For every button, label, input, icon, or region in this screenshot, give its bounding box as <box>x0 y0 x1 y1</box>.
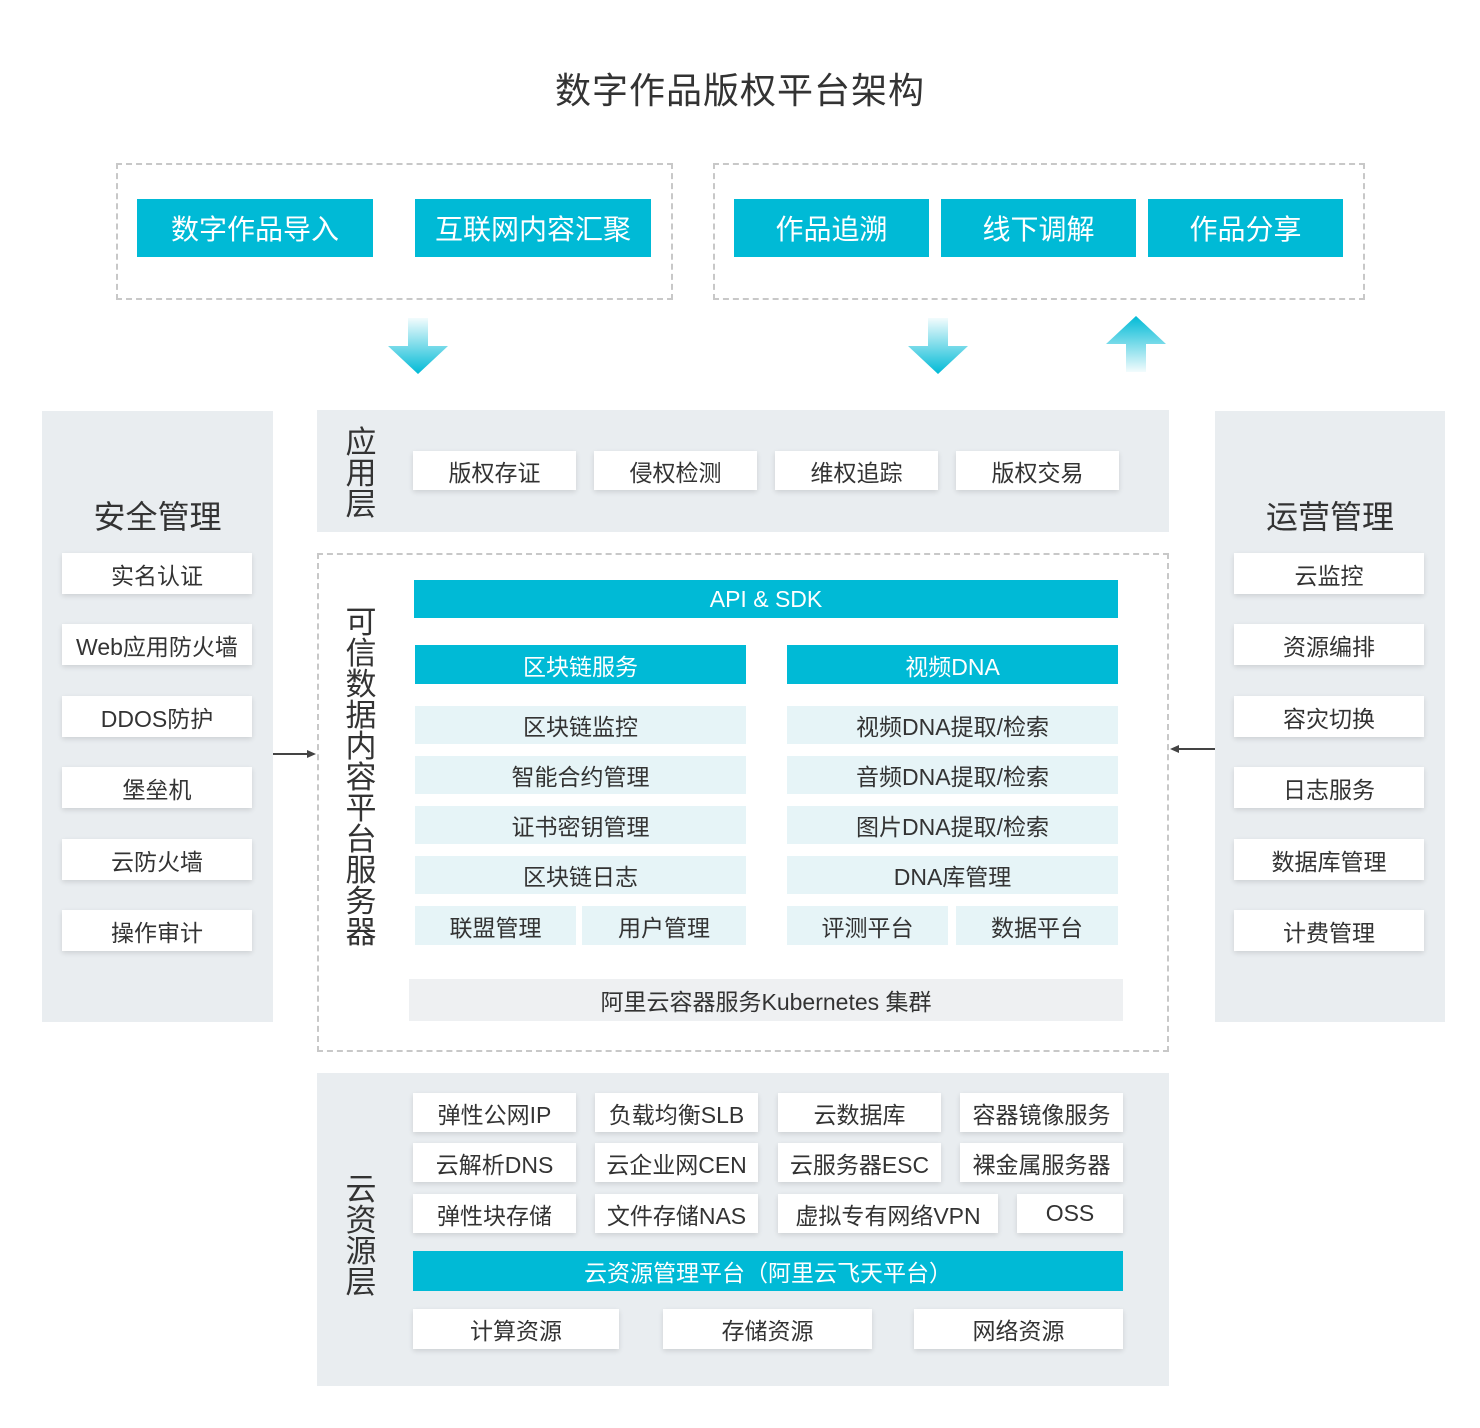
cloud-service[interactable]: 容器镜像服务 <box>960 1093 1123 1132</box>
page-title: 数字作品版权平台架构 <box>554 70 925 111</box>
cloud-service[interactable]: 虚拟专有网络VPN <box>778 1194 998 1233</box>
network-resource[interactable]: 网络资源 <box>914 1309 1123 1349</box>
cloud-service[interactable]: 裸金属服务器 <box>960 1143 1123 1182</box>
operations-item[interactable]: 云监控 <box>1234 553 1424 594</box>
security-item[interactable]: Web应用防火墙 <box>62 624 252 665</box>
arrow-security-head <box>307 750 316 758</box>
user-management[interactable]: 用户管理 <box>582 906 746 945</box>
blockchain-item[interactable]: 区块链监控 <box>415 706 746 744</box>
alliance-management[interactable]: 联盟管理 <box>415 906 576 945</box>
import-button[interactable]: 数字作品导入 <box>137 199 373 257</box>
operations-item[interactable]: 资源编排 <box>1234 624 1424 665</box>
security-item[interactable]: 堡垒机 <box>62 767 252 808</box>
mediation-button[interactable]: 线下调解 <box>941 199 1136 257</box>
blockchain-item[interactable]: 证书密钥管理 <box>415 806 746 844</box>
arrow-down-right <box>908 318 968 374</box>
operations-item[interactable]: 数据库管理 <box>1234 839 1424 880</box>
app-layer-item[interactable]: 维权追踪 <box>775 451 938 490</box>
app-layer-item[interactable]: 侵权检测 <box>594 451 757 490</box>
operations-title: 运营管理 <box>1265 499 1394 535</box>
cloud-service[interactable]: OSS <box>1017 1194 1123 1233</box>
dna-header[interactable]: 视频DNA <box>787 645 1118 684</box>
operations-item[interactable]: 容灾切换 <box>1234 696 1424 737</box>
dna-item[interactable]: 音频DNA提取/检索 <box>787 756 1118 794</box>
cloud-layer-label: 云资源层 <box>345 1172 377 1300</box>
dna-item[interactable]: DNA库管理 <box>787 856 1118 894</box>
trusted-platform-label: 可信数据内容平台服务器 <box>345 605 377 950</box>
dna-item[interactable]: 视频DNA提取/检索 <box>787 706 1118 744</box>
operations-item[interactable]: 计费管理 <box>1234 910 1424 951</box>
arrow-up-right <box>1106 316 1166 372</box>
cloud-service[interactable]: 云企业网CEN <box>595 1143 758 1182</box>
app-layer-label: 应用层 <box>345 425 377 522</box>
compute-resource[interactable]: 计算资源 <box>413 1309 619 1349</box>
security-item[interactable]: 云防火墙 <box>62 839 252 880</box>
trusted-platform-group <box>317 553 1169 1052</box>
dna-item[interactable]: 图片DNA提取/检索 <box>787 806 1118 844</box>
app-layer-item[interactable]: 版权存证 <box>413 451 576 490</box>
aggregate-button[interactable]: 互联网内容汇聚 <box>415 199 651 257</box>
operations-item[interactable]: 日志服务 <box>1234 767 1424 808</box>
cloud-service[interactable]: 文件存储NAS <box>595 1194 758 1233</box>
api-sdk-bar[interactable]: API & SDK <box>414 580 1118 618</box>
security-title: 安全管理 <box>93 499 222 535</box>
security-item[interactable]: DDOS防护 <box>62 696 252 737</box>
arrow-ops-head <box>1170 745 1179 753</box>
blockchain-header[interactable]: 区块链服务 <box>415 645 746 684</box>
share-button[interactable]: 作品分享 <box>1148 199 1343 257</box>
trace-button[interactable]: 作品追溯 <box>734 199 929 257</box>
arrow-down-left <box>388 318 448 374</box>
cloud-platform-bar[interactable]: 云资源管理平台（阿里云飞天平台） <box>413 1251 1123 1291</box>
cloud-service[interactable]: 云服务器ESC <box>778 1143 941 1182</box>
output-group <box>713 163 1365 300</box>
cloud-service[interactable]: 负载均衡SLB <box>595 1093 758 1132</box>
cloud-service[interactable]: 弹性块存储 <box>413 1194 576 1233</box>
evaluation-platform[interactable]: 评测平台 <box>787 906 948 945</box>
cloud-service[interactable]: 云数据库 <box>778 1093 941 1132</box>
security-item[interactable]: 操作审计 <box>62 910 252 951</box>
security-item[interactable]: 实名认证 <box>62 553 252 594</box>
blockchain-item[interactable]: 区块链日志 <box>415 856 746 894</box>
input-group <box>116 163 673 300</box>
app-layer-item[interactable]: 版权交易 <box>956 451 1119 490</box>
storage-resource[interactable]: 存储资源 <box>663 1309 872 1349</box>
cloud-service[interactable]: 弹性公网IP <box>413 1093 576 1132</box>
blockchain-item[interactable]: 智能合约管理 <box>415 756 746 794</box>
cloud-service[interactable]: 云解析DNS <box>413 1143 576 1182</box>
kubernetes-cluster-bar[interactable]: 阿里云容器服务Kubernetes 集群 <box>409 979 1123 1021</box>
data-platform[interactable]: 数据平台 <box>956 906 1118 945</box>
